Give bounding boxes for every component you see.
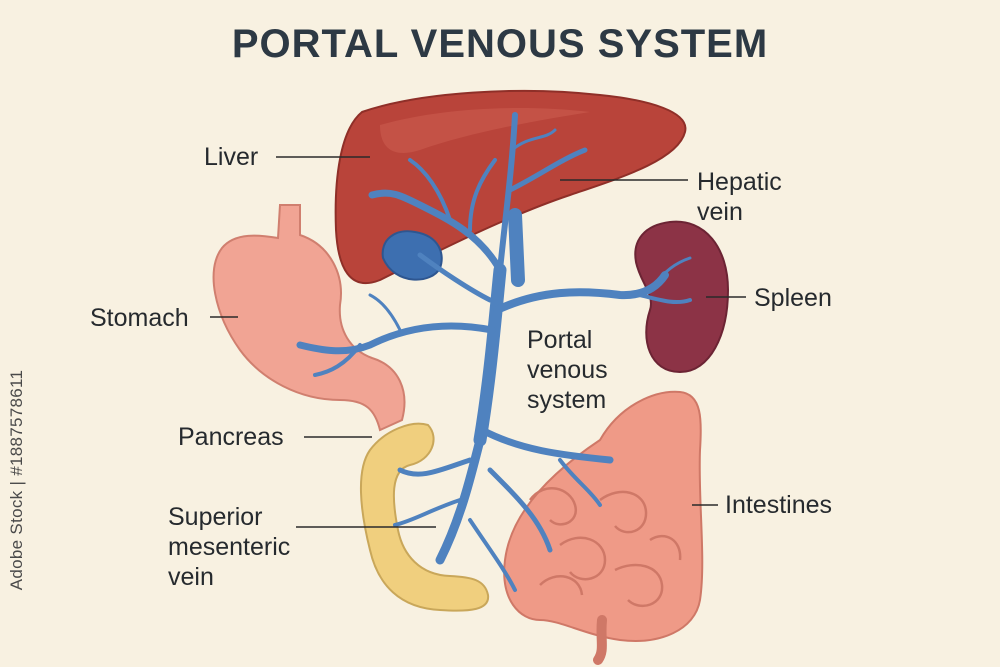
- label-spleen: Spleen: [754, 284, 832, 312]
- small-intestine-coils: [529, 487, 682, 608]
- splenic-twig-1: [638, 293, 692, 305]
- mesenteric-branch-down: [468, 518, 517, 592]
- stock-watermark: Adobe Stock | #1887578611: [7, 369, 26, 591]
- mesenteric-branch-left: [397, 457, 473, 477]
- splenic-twig-2: [653, 256, 692, 287]
- sigmoid-colon: [593, 615, 607, 665]
- mesenteric-branch-right: [478, 426, 614, 464]
- mesenteric-branch-right-2: [487, 467, 553, 553]
- label-pancreas: Pancreas: [178, 423, 284, 451]
- label-stomach: Stomach: [90, 304, 189, 332]
- large-intestine: [503, 390, 704, 642]
- gastric-vein: [296, 322, 496, 355]
- gallbladder: [381, 230, 443, 281]
- hepatic-vein-trunk: [508, 208, 525, 287]
- stomach-organ: [212, 204, 406, 432]
- label-superior-mesenteric-vein: Superior mesenteric vein: [168, 503, 291, 591]
- mesenteric-branch-right-3: [558, 458, 602, 507]
- gastric-twig-1: [313, 343, 362, 377]
- liver-twig-2: [468, 158, 497, 232]
- label-intestines: Intestines: [725, 491, 833, 519]
- liver-branch-right: [507, 147, 588, 193]
- gastric-twig-2: [368, 293, 402, 332]
- mesenteric-branch-left-2: [393, 498, 462, 527]
- liver-twig-3: [510, 128, 557, 152]
- label-hepatic-vein: Hepatic vein: [697, 168, 782, 226]
- diagram-title: PORTAL VENOUS SYSTEM: [231, 22, 769, 66]
- liver-twig-1: [408, 158, 452, 222]
- label-liver: Liver: [204, 143, 259, 171]
- leader-lines: [210, 156, 746, 528]
- intestines-organ: [503, 390, 704, 665]
- portal-vein-tree: [296, 112, 692, 592]
- label-portal-venous-system: Portal venous system: [527, 326, 608, 414]
- superior-mesenteric-vein: [435, 435, 485, 565]
- liver-highlight: [380, 108, 590, 153]
- spleen-organ: [634, 220, 730, 374]
- pancreas-organ: [359, 422, 490, 612]
- portal-vein-trunk: [473, 263, 507, 447]
- splenic-vein: [493, 271, 669, 314]
- gallbladder-branch: [417, 252, 493, 303]
- liver-branch-upper: [497, 112, 518, 273]
- liver-branch: [368, 189, 504, 274]
